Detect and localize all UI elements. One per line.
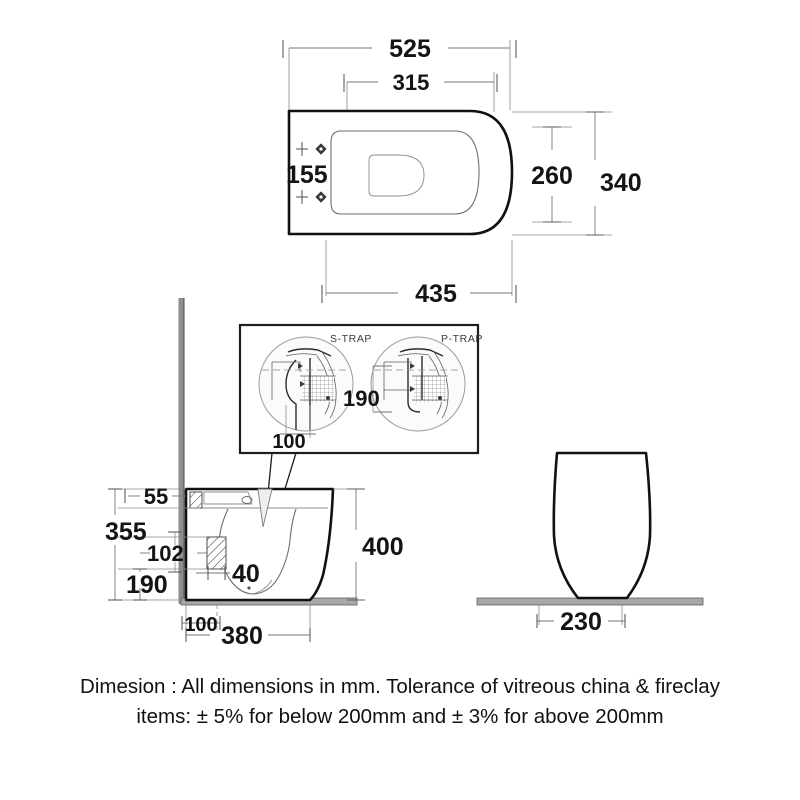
side-view-pan-outline [184,487,335,602]
top-view-extension-lines [288,40,612,296]
fixing-block-lower [206,536,227,570]
dimension-230: 230 [536,605,626,636]
dimension-label-525: 525 [389,35,431,63]
dimension-label-40: 40 [232,560,260,588]
dimension-260: 260 [531,126,573,223]
dimension-label-55: 55 [144,484,168,509]
dimension-525: 525 [282,35,517,63]
caption-block: Dimesion : All dimensions in mm. Toleran… [0,672,800,732]
front-view-pan-outline [552,451,652,600]
dimension-label-315: 315 [393,70,430,95]
dimension-400: 400 [333,488,404,601]
dimension-40: 40 [196,560,260,588]
dimension-label-190-side: 190 [126,571,168,599]
dimension-label-260: 260 [531,162,573,190]
dimension-100-side: 100 [181,605,221,638]
dimension-label-100-side: 100 [184,614,217,636]
dimension-label-400: 400 [362,533,404,561]
dimension-label-100-strap: 100 [272,431,305,453]
dimension-label-155: 155 [286,161,328,189]
fixing-block-top [189,491,203,509]
top-view-rim-outline [330,130,480,215]
p-trap-label: P-TRAP [441,333,483,345]
dimension-label-102: 102 [147,541,184,566]
s-trap-detail: 100 [258,336,354,453]
bolt-hole-lower [296,190,327,204]
dimension-190-side: 190 [126,568,168,601]
dimension-label-380: 380 [221,622,263,650]
caption-line-2: items: ± 5% for below 200mm and ± 3% for… [136,705,664,728]
top-view-group: 525 315 155 [282,35,642,308]
dimension-label-340: 340 [600,169,642,197]
dimension-label-190-ptrap: 190 [343,386,380,411]
p-trap-detail: 190 [343,336,466,432]
dimension-label-230: 230 [560,608,602,636]
bolt-hole-upper [296,142,327,156]
side-view-flush-inlet [257,488,273,528]
dimension-55: 55 [124,484,186,509]
side-view-group: 40 55 355 10 [105,298,404,650]
s-trap-label: S-TRAP [330,333,372,345]
dimension-label-435: 435 [415,280,457,308]
dimension-435: 435 [321,280,517,308]
dimension-102: 102 [140,531,207,573]
dimension-380: 380 [185,605,311,650]
front-view-group: 230 [476,451,704,636]
dimension-340: 340 [586,111,642,236]
dimension-label-355: 355 [105,518,147,546]
dimension-315: 315 [343,70,498,95]
top-view-pan-outline [287,109,514,236]
caption-line-1: Dimesion : All dimensions in mm. Toleran… [80,675,720,698]
top-view-flush-opening [368,154,425,197]
trap-detail-box: S-TRAP P-TRAP [238,323,483,455]
dimension-355: 355 [105,488,147,601]
